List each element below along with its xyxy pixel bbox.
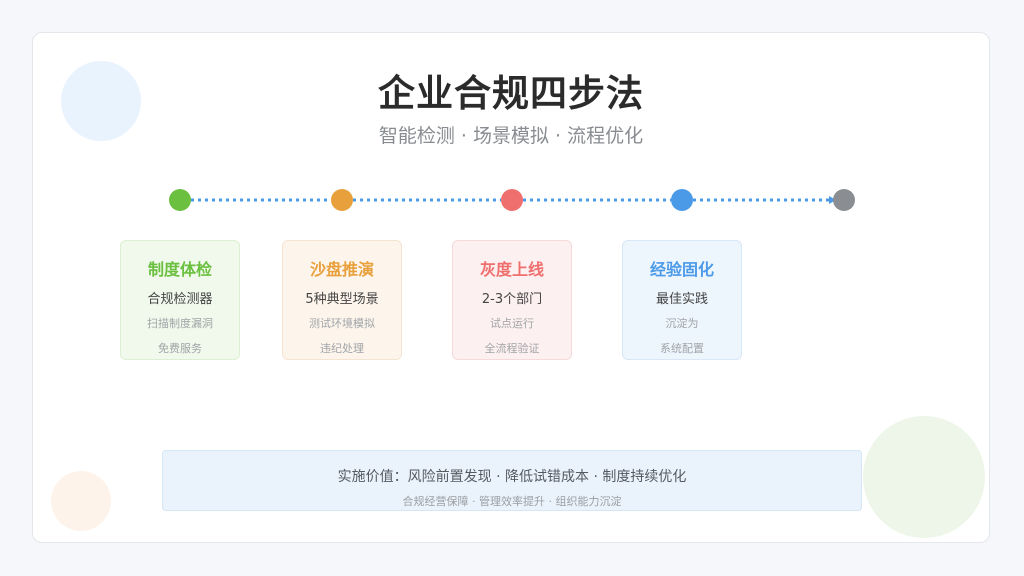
step-card-1: 制度体检 合规检测器 扫描制度漏洞 免费服务 — [120, 240, 240, 360]
page-subtitle: 智能检测 · 场景模拟 · 流程优化 — [378, 125, 644, 147]
step-title: 制度体检 — [147, 260, 212, 279]
decorative-circle-green — [863, 416, 985, 538]
step-card-3: 灰度上线 2-3个部门 试点运行 全流程验证 — [452, 240, 572, 360]
page-title: 企业合规四步法 — [378, 72, 644, 115]
step-main: 2-3个部门 — [481, 292, 543, 307]
step-title: 灰度上线 — [479, 260, 544, 279]
step-1-node — [169, 189, 191, 211]
connector-arrowhead — [829, 196, 836, 204]
timeline — [169, 189, 855, 211]
value-summary-box: 实施价值：风险前置发现 · 降低试错成本 · 制度持续优化 合规经营保障 · 管… — [162, 450, 862, 511]
step-title: 经验固化 — [649, 260, 714, 279]
step-detail: 全流程验证 — [484, 342, 540, 355]
decorative-circle-blue — [61, 61, 141, 141]
step-2-node — [331, 189, 353, 211]
step-main: 5种典型场景 — [305, 292, 379, 307]
step-detail: 沉淀为 — [665, 317, 699, 330]
decorative-circle-orange — [51, 471, 111, 531]
step-main: 最佳实践 — [655, 292, 708, 307]
diagram-card: 企业合规四步法 智能检测 · 场景模拟 · 流程优化 制度体检 合规检测器 扫描… — [32, 32, 990, 543]
step-card-2: 沙盘推演 5种典型场景 测试环境模拟 违纪处理 — [282, 240, 402, 360]
step-detail: 测试环境模拟 — [309, 317, 375, 330]
step-detail: 扫描制度漏洞 — [147, 317, 213, 330]
step-detail: 违纪处理 — [320, 342, 364, 355]
step-4-node — [671, 189, 693, 211]
end-node — [833, 189, 855, 211]
step-3-node — [501, 189, 523, 211]
step-detail: 免费服务 — [158, 342, 202, 355]
step-detail: 系统配置 — [660, 342, 704, 355]
step-card-4: 经验固化 最佳实践 沉淀为 系统配置 — [622, 240, 742, 360]
step-main: 合规检测器 — [147, 292, 213, 307]
step-detail: 试点运行 — [490, 317, 534, 330]
value-summary-main: 实施价值：风险前置发现 · 降低试错成本 · 制度持续优化 — [337, 469, 687, 485]
value-summary-sub: 合规经营保障 · 管理效率提升 · 组织能力沉淀 — [402, 495, 622, 508]
step-title: 沙盘推演 — [309, 260, 374, 279]
